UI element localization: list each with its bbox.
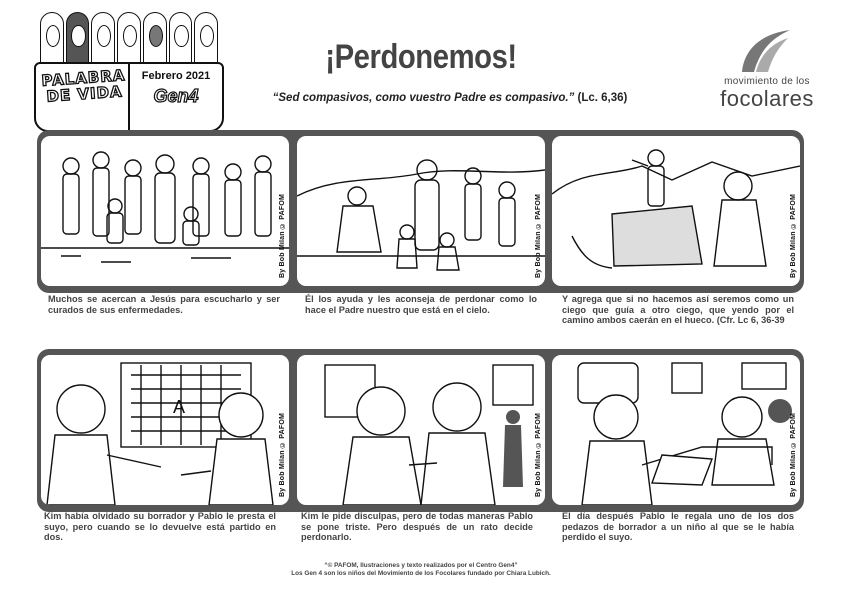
panel-5-caption: Kim le pide disculpas, pero de todas man… bbox=[301, 511, 533, 543]
sharing-eraser-scene-icon bbox=[577, 362, 792, 505]
quote-reference: (Lc. 6,36) bbox=[577, 92, 628, 104]
comic-panel-4: A By Bob Milan © PAFOM bbox=[41, 355, 289, 505]
jesus-teaching-scene-icon bbox=[297, 159, 545, 271]
footer-credits: “© PAFOM, Ilustraciones y texto realizad… bbox=[0, 562, 842, 579]
focolares-line2: focolares bbox=[720, 86, 814, 111]
focolares-swoosh-icon bbox=[742, 30, 790, 72]
panel-credit: By Bob Milan © PAFOM bbox=[790, 194, 797, 278]
classroom-scene-icon: A bbox=[46, 362, 274, 505]
focolares-logo: movimiento de los focolares bbox=[712, 28, 822, 111]
comic-panel-3: By Bob Milan © PAFOM bbox=[552, 136, 800, 286]
panel-credit: By Bob Milan © PAFOM bbox=[535, 194, 542, 278]
panel-credit: By Bob Milan © PAFOM bbox=[535, 413, 542, 497]
comic-strip-bottom: A By Bob Milan © PAFOM By Bob Milan © PA… bbox=[37, 349, 804, 512]
panel-3-caption: Y agrega que si no hacemos así seremos c… bbox=[562, 294, 794, 326]
panel-4-caption: Kim había olvidado su borrador y Pablo l… bbox=[44, 511, 276, 543]
footer-line-2: Los Gen 4 son los niños del Movimiento d… bbox=[291, 570, 551, 578]
quote-text: “Sed compasivos, como vuestro Padre es c… bbox=[272, 92, 575, 104]
panel-6-caption: El día después Pablo le regala uno de lo… bbox=[562, 511, 794, 543]
panel-2-caption: Él los ayuda y les aconseja de perdonar … bbox=[305, 294, 537, 315]
comic-strip-top: By Bob Milan © PAFOM By Bob Milan © PAFO… bbox=[37, 130, 804, 293]
footer-line-1: “© PAFOM, Ilustraciones y texto realizad… bbox=[324, 562, 518, 569]
jesus-crowd-scene-icon bbox=[41, 151, 289, 263]
panel-credit: By Bob Milan © PAFOM bbox=[279, 413, 286, 497]
panel-credit: By Bob Milan © PAFOM bbox=[279, 194, 286, 278]
comic-panel-5: By Bob Milan © PAFOM bbox=[297, 355, 545, 505]
panel-credit: By Bob Milan © PAFOM bbox=[790, 413, 797, 497]
children-illustration bbox=[40, 12, 219, 68]
comic-panel-1: By Bob Milan © PAFOM bbox=[41, 136, 289, 286]
scripture-quote: “Sed compasivos, como vuestro Padre es c… bbox=[230, 92, 670, 104]
issue-date: Febrero 2021 bbox=[141, 70, 211, 82]
panel-1-caption: Muchos se acercan a Jesús para escucharl… bbox=[48, 294, 280, 315]
focolares-line1: movimiento de los bbox=[724, 76, 810, 87]
board-letter: A bbox=[173, 397, 185, 417]
gen4-brand: Gen4 bbox=[153, 85, 199, 106]
palabra-de-vida-logo: PALABRA DE VIDA Febrero 2021 Gen4 bbox=[34, 10, 224, 132]
page-title: ¡Perdonemos! bbox=[325, 38, 517, 76]
comic-panel-2: By Bob Milan © PAFOM bbox=[297, 136, 545, 286]
blind-leading-blind-scene-icon bbox=[552, 149, 800, 269]
comic-panel-6: By Bob Milan © PAFOM bbox=[552, 355, 800, 505]
apology-scene-icon bbox=[324, 364, 534, 505]
